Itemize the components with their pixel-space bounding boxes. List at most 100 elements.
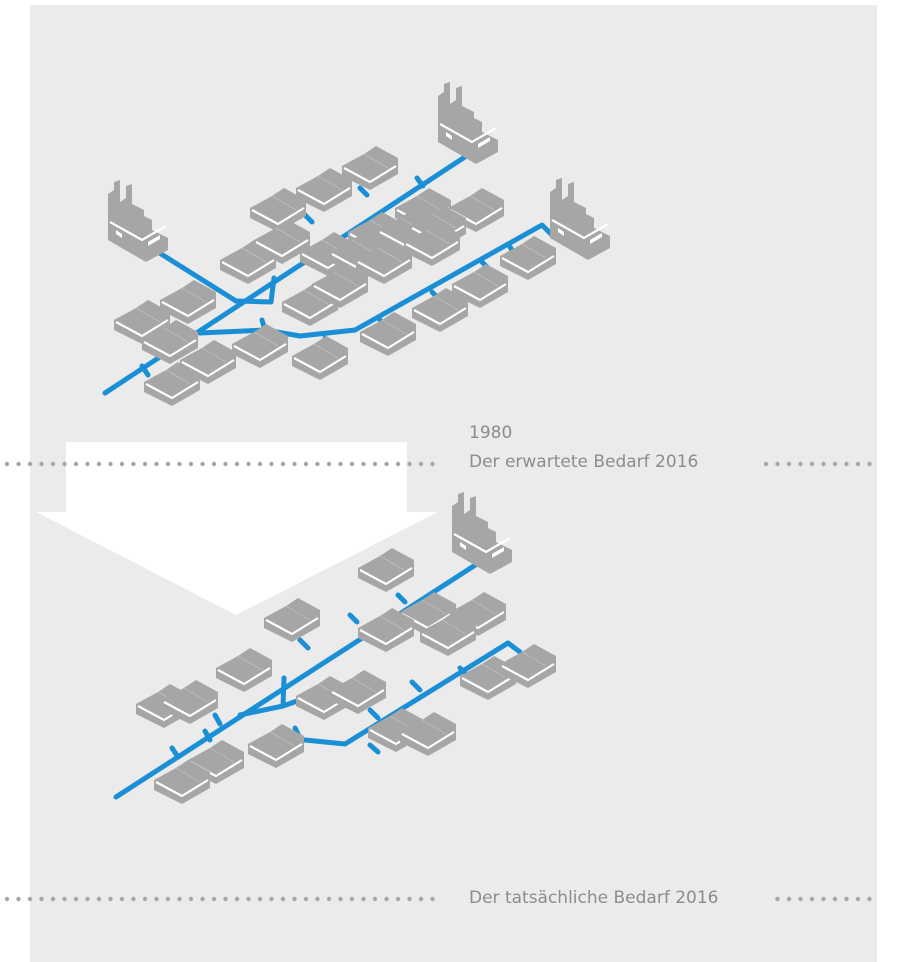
- separator-dot: [809, 461, 815, 467]
- separator-dot: [39, 896, 44, 902]
- house-icon: [254, 220, 310, 264]
- house-icon: [500, 644, 556, 688]
- separator-dot: [844, 896, 849, 902]
- house-icon: [358, 608, 414, 652]
- down-arrow-icon: [36, 442, 438, 615]
- separator-dot: [407, 461, 412, 467]
- separator-dot: [395, 461, 401, 467]
- separator-dot: [407, 896, 412, 902]
- separator-dot: [27, 896, 33, 902]
- separator-dot: [775, 896, 780, 902]
- dotted-separator-bottom: [4, 896, 872, 902]
- house-icon: [142, 320, 198, 364]
- house-icon: [400, 712, 456, 756]
- separator-dot: [775, 461, 780, 467]
- separator-dot: [821, 896, 826, 902]
- separator-dot: [211, 896, 217, 902]
- separator-dot: [384, 896, 389, 902]
- house-icon: [216, 648, 272, 692]
- house-icon: [296, 168, 352, 212]
- houses-1980: [114, 146, 556, 406]
- separator-dot: [16, 461, 21, 467]
- separator-dot: [315, 461, 320, 467]
- house-icon: [232, 324, 288, 368]
- separator-dot: [349, 896, 355, 902]
- separator-dot: [62, 896, 67, 902]
- separator-dot: [223, 896, 228, 902]
- separator-dot: [142, 461, 148, 467]
- separator-dot: [73, 461, 79, 467]
- separator-dot: [96, 896, 102, 902]
- actual-demand-label: Der tatsächliche Bedarf 2016: [469, 888, 719, 908]
- factory-icon: [452, 492, 512, 574]
- separator-dot: [867, 896, 872, 902]
- house-icon: [264, 598, 320, 642]
- separator-dot: [430, 896, 435, 902]
- separator-dot: [303, 896, 309, 902]
- separator-dot: [809, 896, 815, 902]
- separator-dot: [349, 461, 355, 467]
- separator-dot: [50, 896, 56, 902]
- separator-dot: [326, 461, 332, 467]
- house-icon: [312, 264, 368, 308]
- separator-dot: [372, 461, 378, 467]
- house-icon: [420, 612, 476, 656]
- separator-dot: [855, 896, 861, 902]
- separator-dot: [4, 896, 10, 902]
- house-icon: [144, 362, 200, 406]
- separator-dot: [798, 896, 803, 902]
- separator-dot: [269, 461, 274, 467]
- factory-icon: [108, 180, 168, 262]
- separator-dot: [280, 896, 286, 902]
- separator-dot: [200, 896, 205, 902]
- separator-dot: [246, 461, 251, 467]
- separator-dot: [395, 896, 401, 902]
- house-icon: [500, 236, 556, 280]
- separator-dot: [786, 896, 792, 902]
- separator-dot: [234, 896, 240, 902]
- separator-dot: [177, 461, 182, 467]
- separator-dot: [269, 896, 274, 902]
- house-icon: [360, 312, 416, 356]
- separator-dot: [361, 461, 366, 467]
- separator-dot: [131, 461, 136, 467]
- separator-dot: [50, 461, 56, 467]
- separator-dot: [338, 896, 343, 902]
- separator-dot: [108, 461, 113, 467]
- separator-dot: [200, 461, 205, 467]
- separator-dot: [372, 896, 378, 902]
- separator-dot: [338, 461, 343, 467]
- separator-dot: [844, 461, 849, 467]
- separator-dot: [257, 896, 263, 902]
- year-label: 1980: [469, 423, 513, 443]
- separator-dot: [855, 461, 861, 467]
- house-icon: [358, 548, 414, 592]
- separator-dot: [418, 896, 424, 902]
- separator-dot: [303, 461, 309, 467]
- separator-dot: [119, 461, 125, 467]
- dotted-separator-top: [4, 461, 872, 467]
- expected-demand-label: Der erwartete Bedarf 2016: [469, 452, 699, 472]
- separator-dot: [165, 896, 171, 902]
- separator-dot: [384, 461, 389, 467]
- separator-dot: [165, 461, 171, 467]
- separator-dot: [292, 461, 297, 467]
- separator-dot: [27, 461, 33, 467]
- house-icon: [356, 240, 412, 284]
- separator-dot: [131, 896, 136, 902]
- house-icon: [404, 222, 460, 266]
- factories-1980: [108, 82, 610, 262]
- separator-dot: [786, 461, 792, 467]
- separator-dot: [39, 461, 44, 467]
- separator-dot: [119, 896, 125, 902]
- separator-dot: [257, 461, 263, 467]
- house-icon: [248, 724, 304, 768]
- factory-icon: [550, 178, 610, 260]
- separator-dot: [4, 461, 10, 467]
- separator-dot: [62, 461, 67, 467]
- separator-dot: [361, 896, 366, 902]
- separator-dot: [154, 461, 159, 467]
- separator-dot: [798, 461, 803, 467]
- separator-dot: [292, 896, 297, 902]
- separator-dot: [832, 461, 838, 467]
